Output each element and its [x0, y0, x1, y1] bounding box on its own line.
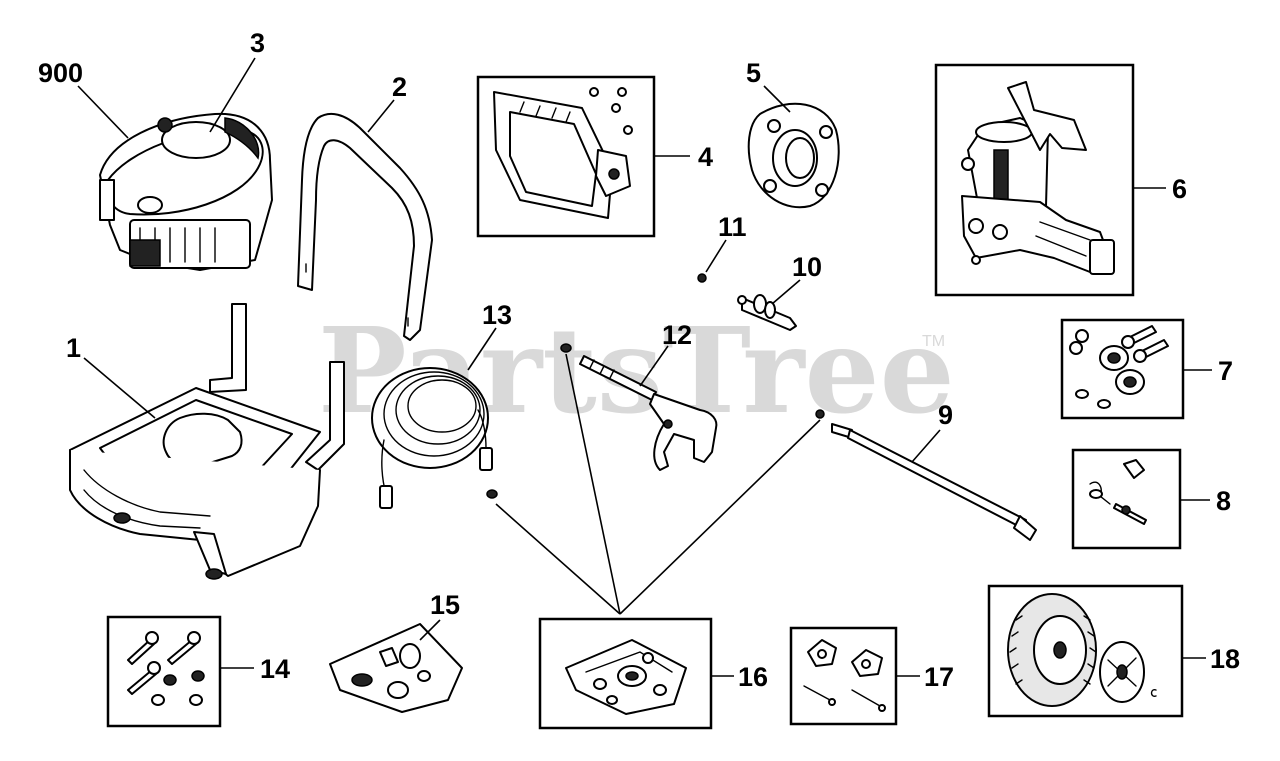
frame-part[interactable]: [69, 303, 345, 580]
callout-6: 6: [1172, 174, 1187, 204]
spray-gun-part[interactable]: [560, 343, 718, 471]
callout-10: 10: [792, 252, 822, 282]
handle-part[interactable]: [297, 112, 433, 341]
callout-13: 13: [482, 300, 512, 330]
callout-16: 16: [738, 662, 768, 692]
callout-2: 2: [392, 72, 407, 102]
callout-7: 7: [1218, 356, 1233, 386]
callout-3: 3: [250, 28, 265, 58]
leader-16-a: [495, 503, 621, 615]
callout-5: 5: [746, 58, 761, 88]
pump-part[interactable]: [961, 81, 1115, 275]
wand-part[interactable]: [815, 409, 1037, 541]
adapter-plate-part[interactable]: [747, 102, 840, 209]
leader-11: [705, 239, 727, 273]
leader-16-c: [619, 419, 821, 615]
wheel-part-18[interactable]: [1007, 593, 1157, 707]
part-18-box: [987, 584, 1184, 718]
part-8-box: [1071, 448, 1182, 550]
hardware-kit-7[interactable]: [1069, 325, 1169, 409]
valve-part[interactable]: [737, 294, 797, 331]
tether-kit-8[interactable]: [1089, 459, 1147, 525]
leader-13: [467, 327, 497, 371]
part-14-box: [106, 615, 222, 728]
leader-5: [763, 85, 791, 113]
part-6-box: [934, 63, 1135, 297]
callout-17: 17: [924, 662, 954, 692]
callout-14: 14: [260, 654, 290, 684]
callout-900: 900: [38, 58, 83, 88]
leader-16-b: [565, 353, 621, 615]
callout-1: 1: [66, 333, 81, 363]
leader-12: [639, 345, 669, 387]
callout-11: 11: [718, 212, 747, 242]
part-16-box: [538, 617, 713, 730]
leader-15: [419, 619, 441, 641]
callout-15: 15: [430, 590, 460, 620]
leader-3: [209, 57, 256, 133]
oring-part[interactable]: [697, 273, 707, 283]
callout-4: 4: [698, 142, 713, 172]
engine-part[interactable]: [99, 112, 273, 271]
callout-9: 9: [938, 400, 953, 430]
callout-12: 12: [662, 320, 692, 350]
callout-8: 8: [1216, 486, 1231, 516]
bracket-part-16[interactable]: [565, 639, 687, 715]
control-panel-part[interactable]: [493, 87, 633, 219]
leader-2: [367, 99, 395, 133]
leader-1: [83, 357, 156, 419]
leader-10: [771, 279, 801, 305]
part-7-box: [1060, 318, 1185, 420]
leader-9: [911, 429, 941, 463]
leader-900: [77, 85, 129, 139]
hose-part[interactable]: [371, 367, 498, 509]
bracket-part-15[interactable]: [329, 623, 463, 713]
hook-kit-17[interactable]: [803, 639, 886, 712]
watermark-trademark: TM: [922, 333, 945, 350]
callout-18: 18: [1210, 644, 1240, 674]
bolt-kit-14[interactable]: [127, 631, 205, 706]
